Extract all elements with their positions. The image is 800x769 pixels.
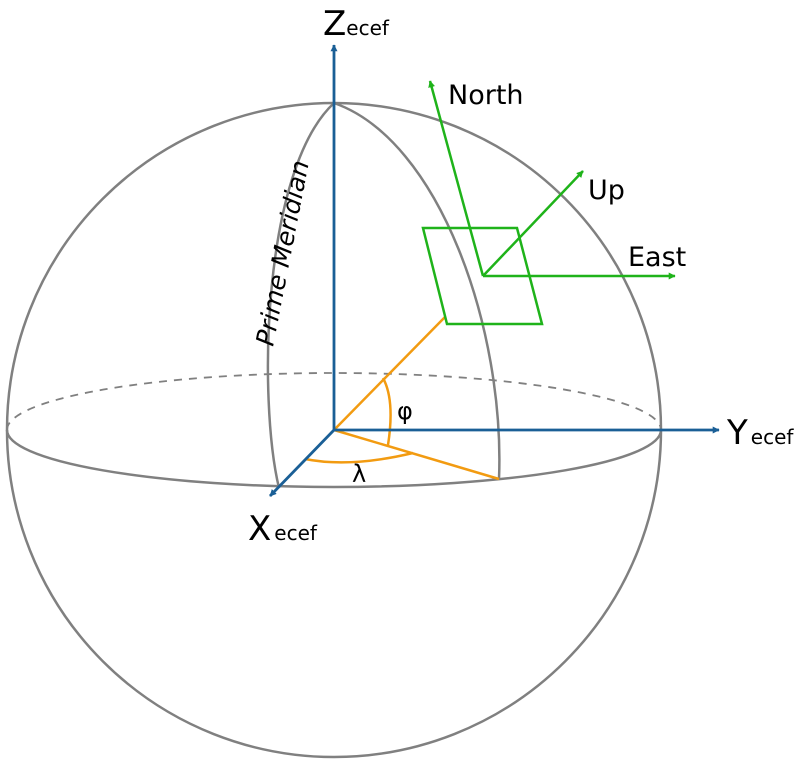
up-label: Up (588, 175, 625, 206)
local-frame (421, 80, 676, 326)
y-axis-label-sub: ecef (751, 425, 795, 449)
prime-meridian-label: Prime Meridian (250, 158, 314, 348)
position-vector (333, 316, 446, 431)
x-axis (268, 429, 336, 497)
longitude-arc (304, 451, 414, 464)
equator-back (6, 372, 662, 431)
east-label: East (628, 242, 686, 273)
longitude-label: λ (352, 460, 366, 488)
x-axis-label-main: X (248, 509, 271, 549)
y-axis-label-main: Y (726, 413, 748, 453)
z-axis-label-main: Z (323, 4, 346, 44)
z-axis-label-sub: ecef (346, 16, 390, 40)
equatorial-projection (333, 428, 500, 481)
ecef-axes (268, 44, 720, 497)
latitude-arc (381, 377, 392, 446)
local-meridian-arc (333, 101, 501, 480)
prime-meridian-arc (266, 102, 335, 489)
north-arrow (428, 80, 485, 277)
z-axis-label: Zecef (323, 4, 390, 44)
angle-construction (304, 316, 500, 481)
tangent-plane (421, 226, 544, 326)
north-label: North (448, 80, 524, 111)
latitude-label: φ (397, 397, 413, 425)
equator-front (5, 429, 663, 489)
x-axis-label-sub: ecef (274, 521, 318, 545)
up-arrow (482, 170, 584, 277)
